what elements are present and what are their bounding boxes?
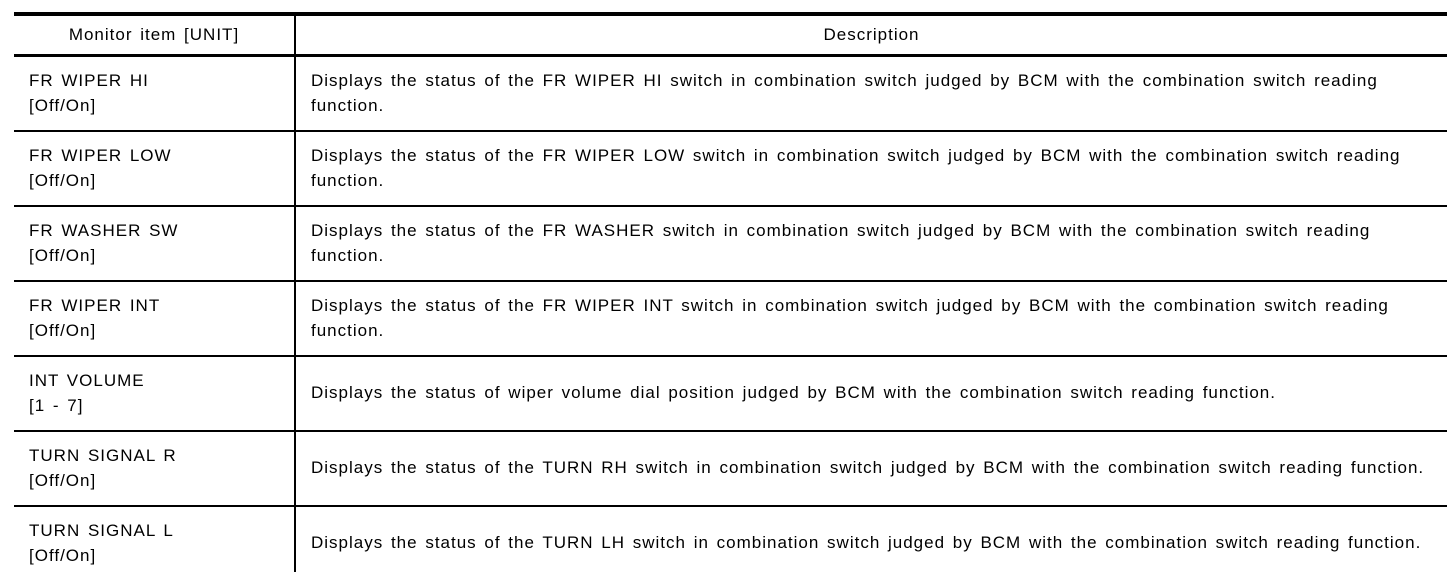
description-cell: Displays the status of the FR WASHER swi… — [294, 206, 1447, 282]
monitor-item-unit: [Off/On] — [29, 170, 97, 190]
column-header-description: Description — [294, 14, 1447, 57]
table-row: FR WIPER LOW [Off/On] Displays the statu… — [14, 131, 1447, 207]
monitor-item-unit: [Off/On] — [29, 470, 97, 490]
description-text: Displays the status of wiper volume dial… — [311, 383, 1276, 403]
table-row: FR WIPER HI [Off/On] Displays the status… — [14, 55, 1447, 132]
monitor-item-cell: FR WIPER LOW [Off/On] — [14, 131, 295, 207]
monitor-item-name: FR WASHER SW — [29, 220, 179, 240]
monitor-item-name: FR WIPER HI — [29, 70, 149, 90]
monitor-item-name: TURN SIGNAL L — [29, 520, 174, 540]
header-row: Monitor item [UNIT] Description — [14, 14, 1447, 57]
monitor-item-cell: FR WIPER INT [Off/On] — [14, 281, 295, 357]
description-cell: Displays the status of the FR WIPER HI s… — [294, 55, 1447, 132]
description-cell: Displays the status of the FR WIPER INT … — [294, 281, 1447, 357]
table-row: FR WASHER SW [Off/On] Displays the statu… — [14, 206, 1447, 282]
monitor-item-unit: [1 - 7] — [29, 395, 84, 415]
description-cell: Displays the status of the TURN LH switc… — [294, 506, 1447, 572]
monitor-item-name: TURN SIGNAL R — [29, 445, 177, 465]
monitor-item-unit: [Off/On] — [29, 320, 97, 340]
monitor-item-cell: TURN SIGNAL R [Off/On] — [14, 431, 295, 507]
monitor-item-name: FR WIPER INT — [29, 295, 161, 315]
description-text: Displays the status of the FR WIPER HI s… — [311, 70, 1378, 115]
table-row: INT VOLUME [1 - 7] Displays the status o… — [14, 356, 1447, 432]
description-cell: Displays the status of the TURN RH switc… — [294, 431, 1447, 507]
description-text: Displays the status of the FR WIPER LOW … — [311, 145, 1401, 190]
data-monitor-table: Monitor item [UNIT] Description FR WIPER… — [14, 12, 1447, 572]
monitor-item-unit: [Off/On] — [29, 245, 97, 265]
description-text: Displays the status of the TURN LH switc… — [311, 533, 1422, 553]
table-header: Monitor item [UNIT] Description — [14, 14, 1447, 57]
monitor-item-cell: FR WIPER HI [Off/On] — [14, 55, 295, 132]
description-cell: Displays the status of wiper volume dial… — [294, 356, 1447, 432]
monitor-item-cell: INT VOLUME [1 - 7] — [14, 356, 295, 432]
description-text: Displays the status of the TURN RH switc… — [311, 458, 1425, 478]
table-row: FR WIPER INT [Off/On] Displays the statu… — [14, 281, 1447, 357]
description-text: Displays the status of the FR WIPER INT … — [311, 295, 1389, 340]
description-cell: Displays the status of the FR WIPER LOW … — [294, 131, 1447, 207]
monitor-item-unit: [Off/On] — [29, 95, 97, 115]
table-body: FR WIPER HI [Off/On] Displays the status… — [14, 55, 1447, 572]
monitor-item-cell: TURN SIGNAL L [Off/On] — [14, 506, 295, 572]
monitor-item-cell: FR WASHER SW [Off/On] — [14, 206, 295, 282]
monitor-item-unit: [Off/On] — [29, 545, 97, 565]
description-text: Displays the status of the FR WASHER swi… — [311, 220, 1371, 265]
table-row: TURN SIGNAL R [Off/On] Displays the stat… — [14, 431, 1447, 507]
monitor-item-name: INT VOLUME — [29, 370, 145, 390]
column-header-monitor-item: Monitor item [UNIT] — [14, 14, 295, 57]
monitor-item-name: FR WIPER LOW — [29, 145, 172, 165]
table-row: TURN SIGNAL L [Off/On] Displays the stat… — [14, 506, 1447, 572]
